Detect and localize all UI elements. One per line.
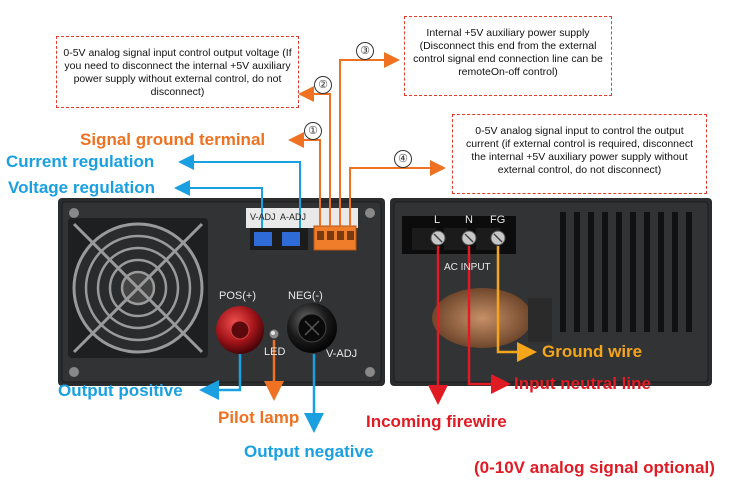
arrow-input-neutral	[467, 246, 511, 394]
note-voltage-control: 0-5V analog signal input control output …	[56, 36, 299, 108]
panel-text-fg: FG	[490, 214, 506, 226]
label-incoming-firewire: Incoming firewire	[366, 412, 507, 431]
label-ground-wire: Ground wire	[542, 342, 643, 361]
signal-terminal-block[interactable]	[313, 225, 357, 251]
panel-text-l: L	[434, 214, 441, 226]
output-positive-terminal[interactable]	[216, 306, 264, 354]
panel-text-vadj: V-ADJ	[326, 348, 358, 360]
voltage-trimpot[interactable]	[254, 232, 272, 246]
panel-text-trim-v: V-ADJ	[250, 212, 276, 222]
note-aux-power: Internal +5V auxiliary power supply (Dis…	[404, 16, 612, 96]
internal-coil	[432, 288, 552, 348]
label-input-neutral: Input neutral line	[514, 374, 651, 393]
arrow-current-regulation	[178, 154, 301, 228]
label-signal-ground: Signal ground terminal	[80, 130, 266, 149]
panel-text-trim-a: A-ADJ	[280, 212, 307, 222]
label-pilot-lamp: Pilot lamp	[218, 408, 300, 427]
arrow-voltage-regulation	[174, 180, 263, 228]
panel-text-n: N	[465, 214, 473, 226]
marker-3: ③	[356, 42, 374, 60]
arrow-note-4	[349, 160, 446, 226]
vent-slots	[560, 212, 692, 332]
arrow-output-positive	[199, 354, 242, 400]
arrow-ground-wire	[496, 246, 537, 362]
fan-grill	[68, 218, 208, 358]
current-trimpot[interactable]	[282, 232, 300, 246]
label-voltage-regulation: Voltage regulation	[8, 178, 156, 197]
panel-text-ac-input: AC INPUT	[444, 262, 491, 273]
arrow-signal-ground	[288, 132, 321, 226]
label-current-regulation: Current regulation	[6, 152, 155, 171]
output-negative-terminal[interactable]	[287, 303, 337, 353]
label-output-negative: Output negative	[244, 442, 374, 461]
marker-4: ④	[394, 150, 412, 168]
marker-2: ②	[314, 76, 332, 94]
panel-text-pos: POS(+)	[219, 290, 256, 302]
panel-text-neg: NEG(-)	[288, 290, 323, 302]
arrow-note-2	[298, 86, 331, 226]
panel-text-led: LED	[264, 346, 286, 358]
marker-1: ①	[304, 122, 322, 140]
pilot-led	[268, 328, 280, 340]
note-current-control: 0-5V analog signal input to control the …	[452, 114, 707, 194]
label-analog-option: (0-10V analog signal optional)	[474, 458, 715, 477]
arrow-note-3	[339, 52, 400, 226]
label-output-positive: Output positive	[58, 381, 183, 400]
